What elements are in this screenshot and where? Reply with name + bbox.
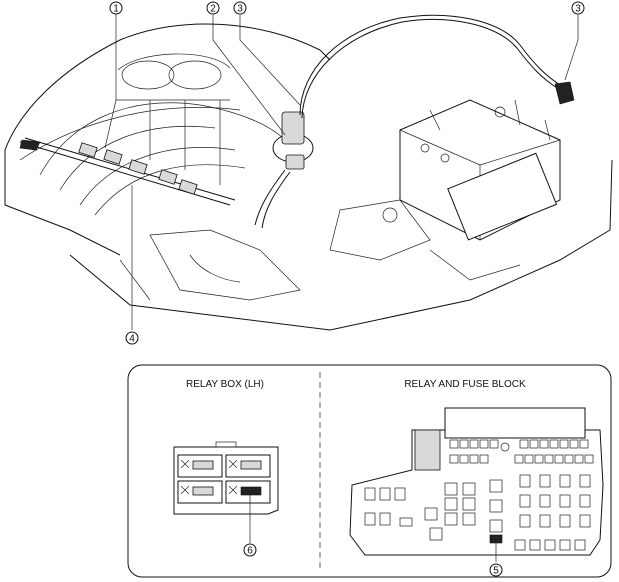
- fuse-row-top: [449, 439, 594, 464]
- inset-panel: RELAY BOX (LH) RELAY AND FUSE BLOCK 6: [127, 364, 612, 578]
- svg-text:6: 6: [247, 546, 253, 557]
- svg-text:4: 4: [129, 334, 135, 345]
- callout-3-right: 3: [571, 1, 585, 15]
- callout-leaders: [104, 13, 579, 330]
- relay-rows: [364, 474, 591, 551]
- engine-bay-illustration: [4, 14, 613, 331]
- relay-fuse-block: [349, 407, 604, 562]
- callout-6: 6: [243, 543, 257, 557]
- svg-text:3: 3: [575, 4, 581, 15]
- callout-2: 2: [206, 1, 220, 15]
- callout-3-left: 3: [233, 1, 247, 15]
- svg-text:3: 3: [237, 4, 243, 15]
- svg-text:1: 1: [113, 4, 119, 15]
- callout-1: 1: [109, 1, 123, 15]
- relay-fuse-block-title: RELAY AND FUSE BLOCK: [404, 379, 526, 390]
- svg-text:2: 2: [210, 4, 216, 15]
- svg-text:5: 5: [493, 566, 499, 577]
- callout-4: 4: [125, 331, 139, 345]
- relay-box-title: RELAY BOX (LH): [186, 379, 264, 390]
- callout-5: 5: [489, 563, 503, 577]
- relay-box-lh: [173, 441, 279, 543]
